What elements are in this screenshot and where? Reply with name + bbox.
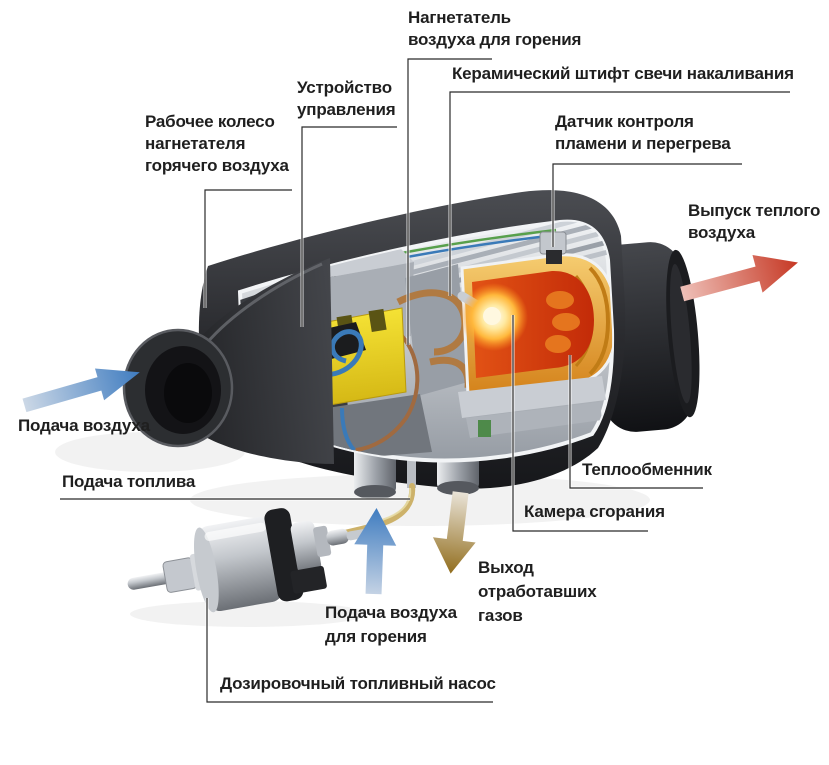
label-control-unit: Устройство управления <box>297 78 396 119</box>
label-combustion-air-blower: Нагнетатель воздуха для горения <box>408 8 582 49</box>
label-hot-air-impeller: Рабочее колесо нагнетателя горячего возд… <box>145 112 289 175</box>
label-warm-air-outlet: Выпуск теплого воздуха <box>688 201 821 242</box>
label-glow-plug: Керамический штифт свечи накаливания <box>452 64 794 83</box>
label-fuel-metering-pump: Дозировочный топливный насос <box>220 674 496 693</box>
label-air-supply: Подача воздуха <box>18 416 150 435</box>
leader-heat-exchanger <box>569 355 703 489</box>
combustion-chamber-assembly <box>457 253 613 397</box>
label-exhaust-gas-outlet: Выход отработавших газов <box>478 558 597 625</box>
leader-fuel-pump <box>206 598 493 703</box>
leader-hot-air-impeller <box>204 189 292 308</box>
heater-unit <box>122 190 700 537</box>
leader-combustion-air-blower <box>407 58 492 345</box>
leader-flame-sensor <box>552 163 742 247</box>
air-supply-arrow <box>22 368 140 413</box>
label-combustion-chamber: Камера сгорания <box>524 502 665 521</box>
pump-connector <box>290 566 327 594</box>
label-flame-overheat-sensor: Датчик контроля пламени и перегрева <box>555 112 731 153</box>
fuel-inlet-stub <box>407 452 416 488</box>
leader-glow-plug <box>449 91 790 296</box>
label-fuel-supply: Подача топлива <box>62 472 196 491</box>
leader-control-unit <box>301 126 397 327</box>
label-combustion-air-supply: Подача воздуха для горения <box>325 603 457 646</box>
shadow <box>130 601 366 627</box>
label-heat-exchanger: Теплообменник <box>582 460 712 479</box>
lower-plate <box>466 402 602 438</box>
fuel-metering-pump <box>127 508 384 613</box>
air-intake-funnel <box>122 258 334 464</box>
combustion-air-arrow <box>354 508 397 595</box>
leader-combustion-chamber <box>512 315 648 532</box>
exhaust-gas-arrow <box>432 491 476 574</box>
shadow <box>190 474 650 526</box>
warm-air-arrow <box>680 254 798 302</box>
leader-lines <box>60 57 790 704</box>
